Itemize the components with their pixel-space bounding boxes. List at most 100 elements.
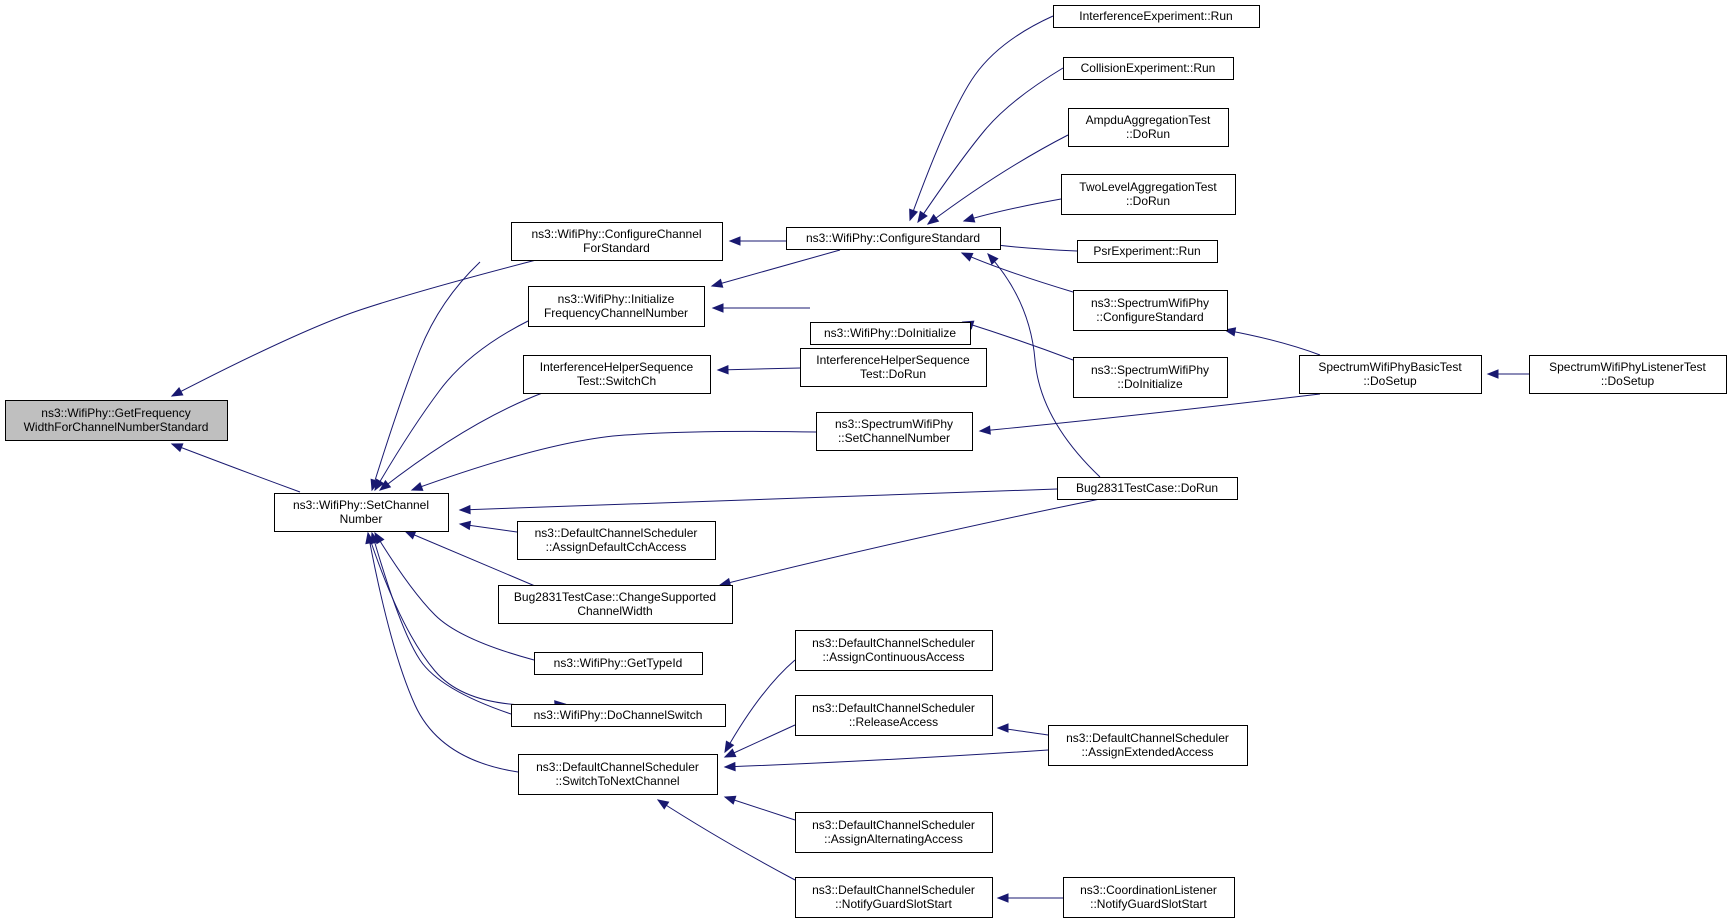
arrowhead-icon (723, 795, 737, 805)
edge-line (717, 367, 801, 371)
node-box (795, 630, 993, 671)
node-dcsswitch[interactable]: ns3::DefaultChannelScheduler::SwitchToNe… (518, 754, 718, 795)
node-box (1073, 357, 1228, 398)
node-label-line: ns3::WifiPhy::GetFrequency (41, 406, 190, 420)
node-initf[interactable]: ns3::WifiPhy::InitializeFrequencyChannel… (528, 286, 705, 327)
arrowhead-icon (723, 761, 736, 772)
node-label-line: InterferenceHelperSequence (540, 360, 694, 374)
node-label-line: ns3::SpectrumWifiPhy (1091, 296, 1209, 310)
node-label-line: ::AssignContinuousAccess (822, 650, 964, 664)
node-cfgstd[interactable]: ns3::WifiPhy::ConfigureStandard (786, 227, 1001, 250)
node-label-line: ::AssignAlternatingAccess (824, 832, 963, 846)
arrowhead-icon (458, 520, 472, 531)
edge-line (724, 724, 796, 758)
edge-line (711, 249, 841, 287)
edge-bug2831-to-cfgstd (987, 253, 1101, 478)
node-label-line: InterferenceExperiment::Run (1079, 9, 1232, 23)
node-label-line: ::AssignExtendedAccess (1081, 745, 1213, 759)
arrowhead-icon (458, 504, 471, 515)
node-cerun[interactable]: CollisionExperiment::Run (1063, 57, 1234, 80)
node-gettypeid[interactable]: ns3::WifiPhy::GetTypeId (534, 652, 703, 675)
edge-line (459, 488, 1058, 511)
node-label-line: Number (340, 512, 383, 526)
edge-line (917, 67, 1064, 223)
node-dcscont[interactable]: ns3::DefaultChannelScheduler::AssignCont… (795, 630, 993, 671)
node-box (511, 704, 726, 727)
node-coord[interactable]: ns3::CoordinationListener::NotifyGuardSl… (1063, 877, 1235, 918)
edge-dcsext-to-dcsrel (996, 723, 1049, 736)
edge-ihsdorun-to-ihs (716, 365, 801, 375)
node-ierun[interactable]: InterferenceExperiment::Run (1053, 5, 1260, 28)
node-label-line: ::SetChannelNumber (838, 431, 950, 445)
node-dochsw[interactable]: ns3::WifiPhy::DoChannelSwitch (511, 704, 726, 727)
node-label-line: ns3::DefaultChannelScheduler (812, 701, 975, 715)
edge-line (724, 796, 796, 821)
node-dcsdefcch[interactable]: ns3::DefaultChannelScheduler::AssignDefa… (517, 521, 716, 560)
edge-line (927, 134, 1069, 225)
node-swcfg[interactable]: ns3::SpectrumWifiPhy::ConfigureStandard (1073, 290, 1228, 331)
node-setch[interactable]: ns3::WifiPhy::SetChannelNumber (274, 493, 449, 532)
node-label-line: SpectrumWifiPhyListenerTest (1549, 360, 1706, 374)
edge-dcsalt-to-dcsswitch (723, 795, 796, 821)
edge-line (371, 261, 481, 491)
node-swset[interactable]: ns3::SpectrumWifiPhy::SetChannelNumber (816, 412, 973, 451)
node-dcsalt[interactable]: ns3::DefaultChannelScheduler::AssignAlte… (795, 812, 993, 853)
edge-line (963, 198, 1062, 222)
node-swinit[interactable]: ns3::SpectrumWifiPhy::DoInitialize (1073, 357, 1228, 398)
edge-swcfg-to-cfgstd (960, 252, 1074, 293)
edge-twolevel-to-cfgstd (962, 198, 1062, 223)
node-box (1077, 240, 1218, 263)
node-box (523, 355, 711, 394)
arrowhead-icon (170, 386, 184, 397)
edges-layer (170, 15, 1529, 903)
node-bugchange[interactable]: Bug2831TestCase::ChangeSupportedChannelW… (498, 585, 733, 624)
node-box (5, 400, 228, 441)
arrowhead-icon (724, 740, 735, 754)
edge-cfgch-to-setch (370, 261, 481, 492)
node-dcsrel[interactable]: ns3::DefaultChannelScheduler::ReleaseAcc… (795, 695, 993, 736)
node-ampdu[interactable]: AmpduAggregationTest::DoRun (1068, 108, 1229, 147)
node-label-line: WidthForChannelNumberStandard (24, 420, 209, 434)
node-psr[interactable]: PsrExperiment::Run (1077, 240, 1218, 263)
edge-line (404, 530, 536, 587)
node-label-line: CollisionExperiment::Run (1081, 61, 1216, 75)
node-bug2831[interactable]: Bug2831TestCase::DoRun (1057, 477, 1238, 500)
node-box (795, 877, 993, 918)
node-label-line: ns3::WifiPhy::GetTypeId (554, 656, 683, 670)
arrowhead-icon (996, 723, 1009, 733)
node-box (1048, 725, 1248, 766)
node-box (1053, 5, 1260, 28)
node-root[interactable]: ns3::WifiPhy::GetFrequencyWidthForChanne… (5, 400, 228, 441)
arrowhead-icon (374, 478, 385, 492)
node-label-line: ns3::WifiPhy::ConfigureStandard (806, 231, 980, 245)
node-label-line: AmpduAggregationTest (1086, 113, 1211, 127)
node-swbasic[interactable]: SpectrumWifiPhyBasicTest::DoSetup (1299, 355, 1482, 394)
edge-setch-to-root (170, 443, 301, 493)
edge-line (987, 253, 1101, 478)
edge-line (374, 532, 535, 661)
node-twolevel[interactable]: TwoLevelAggregationTest::DoRun (1061, 174, 1236, 215)
edge-line (374, 319, 531, 491)
node-dcsguard[interactable]: ns3::DefaultChannelScheduler::NotifyGuar… (795, 877, 993, 918)
edge-cerun-to-cfgstd (917, 67, 1064, 224)
edge-line (909, 15, 1054, 221)
node-box (518, 754, 718, 795)
node-label-line: ns3::WifiPhy::ConfigureChannel (531, 227, 701, 241)
node-cfgch[interactable]: ns3::WifiPhy::ConfigureChannelForStandar… (511, 222, 723, 261)
arrowhead-icon (917, 210, 928, 224)
arrowhead-icon (909, 208, 919, 222)
edge-line (371, 532, 512, 715)
edge-line (657, 799, 796, 881)
node-label-line: ns3::SpectrumWifiPhy (835, 417, 953, 431)
arrowhead-icon (962, 213, 976, 223)
node-dcsext[interactable]: ns3::DefaultChannelScheduler::AssignExte… (1048, 725, 1248, 766)
node-box (1061, 174, 1236, 215)
node-box (810, 322, 971, 345)
node-doinit[interactable]: ns3::WifiPhy::DoInitialize (810, 322, 971, 345)
nodes-layer: ns3::WifiPhy::GetFrequencyWidthForChanne… (5, 5, 1727, 918)
node-label-line: ns3::DefaultChannelScheduler (536, 760, 699, 774)
node-swlistener[interactable]: SpectrumWifiPhyListenerTest::DoSetup (1529, 355, 1727, 394)
node-box (528, 286, 705, 327)
